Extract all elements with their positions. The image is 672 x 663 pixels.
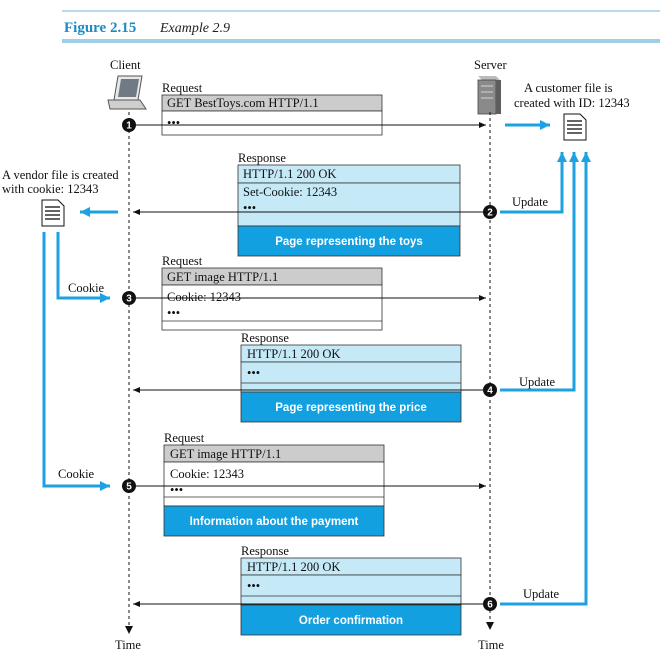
- payload-box: [240, 604, 462, 636]
- client-time-arrowhead: [125, 626, 133, 634]
- message-step-3: Request GET image HTTP/1.1 Cookie: 12343…: [68, 254, 486, 331]
- customer-file-icon: [563, 113, 587, 141]
- message-line: HTTP/1.1 200 OK: [247, 560, 340, 574]
- message-line: Cookie: 12343: [170, 467, 244, 481]
- step-number-badge: [483, 205, 497, 219]
- update-path-step-6: [500, 152, 591, 606]
- step-number-badge: [122, 479, 136, 493]
- vendor-file-label-line2: with cookie: 12343: [2, 182, 99, 196]
- message-line: •••: [243, 201, 256, 215]
- step-number: 5: [126, 482, 132, 493]
- payload-label: Page representing the toys: [275, 236, 423, 248]
- vendor-cookie-path-step-5: [42, 232, 110, 491]
- payload-label: Information about the payment: [190, 516, 359, 528]
- server-label: Server: [474, 58, 507, 72]
- update-label: Update: [523, 587, 560, 601]
- payload-box: [163, 505, 385, 537]
- vendor-file-label-line1: A vendor file is created: [2, 168, 119, 182]
- message-title: Response: [241, 544, 289, 558]
- message-line: GET image HTTP/1.1: [167, 270, 278, 284]
- message-line: GET image HTTP/1.1: [170, 447, 281, 461]
- update-path-step-2: [500, 152, 567, 214]
- message-line: •••: [167, 116, 180, 130]
- step-number: 6: [487, 600, 493, 611]
- message-line: GET BestToys.com HTTP/1.1: [167, 96, 319, 110]
- update-path-step-4: [500, 152, 579, 392]
- header-bottom-bar: [62, 39, 660, 43]
- message-title: Response: [238, 151, 286, 165]
- payload-label: Page representing the price: [275, 402, 426, 414]
- cookie-label: Cookie: [68, 281, 105, 295]
- cookie-label: Cookie: [58, 467, 95, 481]
- step-number-badge: [483, 597, 497, 611]
- message-line: Set-Cookie: 12343: [243, 185, 337, 199]
- client-time-label: Time: [115, 638, 141, 652]
- step-number: 4: [487, 386, 493, 397]
- step-number: 3: [126, 294, 132, 305]
- server-time-arrowhead: [486, 622, 494, 630]
- message-step-1: Request GET BestToys.com HTTP/1.1 ••• 1: [122, 81, 486, 136]
- message-title: Request: [162, 254, 203, 268]
- step-number-badge: [122, 118, 136, 132]
- message-line: Cookie: 12343: [167, 290, 241, 304]
- step-number: 1: [126, 121, 132, 132]
- vendor-file-icon: [41, 199, 65, 227]
- customer-file-label-line2: created with ID: 12343: [514, 96, 630, 110]
- step-number-badge: [483, 383, 497, 397]
- step-number-badge: [122, 291, 136, 305]
- message-line: •••: [247, 366, 260, 380]
- client-label: Client: [110, 58, 141, 72]
- message-title: Request: [162, 81, 203, 95]
- message-step-2: Response HTTP/1.1 200 OK Set-Cookie: 123…: [133, 151, 549, 257]
- figure-caption: Example 2.9: [159, 21, 230, 36]
- message-step-4: Response HTTP/1.1 200 OK ••• Page repres…: [133, 331, 556, 423]
- figure-number: Figure 2.15: [64, 20, 136, 36]
- update-label: Update: [519, 375, 556, 389]
- message-line: •••: [170, 483, 183, 497]
- message-step-6: Response HTTP/1.1 200 OK ••• Order confi…: [133, 544, 560, 636]
- payload-label: Order confirmation: [299, 615, 403, 627]
- payload-box: [240, 391, 462, 423]
- server-icon: [477, 76, 501, 115]
- message-line: •••: [167, 306, 180, 320]
- update-label: Update: [512, 195, 549, 209]
- laptop-icon: [107, 75, 147, 110]
- server-time-label: Time: [478, 638, 504, 652]
- customer-file-label-line1: A customer file is: [524, 81, 613, 95]
- message-title: Request: [164, 431, 205, 445]
- message-line: HTTP/1.1 200 OK: [243, 167, 336, 181]
- vendor-cookie-path-step-3: [56, 232, 110, 303]
- payload-box: [237, 225, 461, 257]
- message-line: HTTP/1.1 200 OK: [247, 347, 340, 361]
- message-line: •••: [247, 579, 260, 593]
- message-title: Response: [241, 331, 289, 345]
- step-number: 2: [487, 208, 493, 219]
- message-step-5: Request GET image HTTP/1.1 Cookie: 12343…: [58, 431, 486, 537]
